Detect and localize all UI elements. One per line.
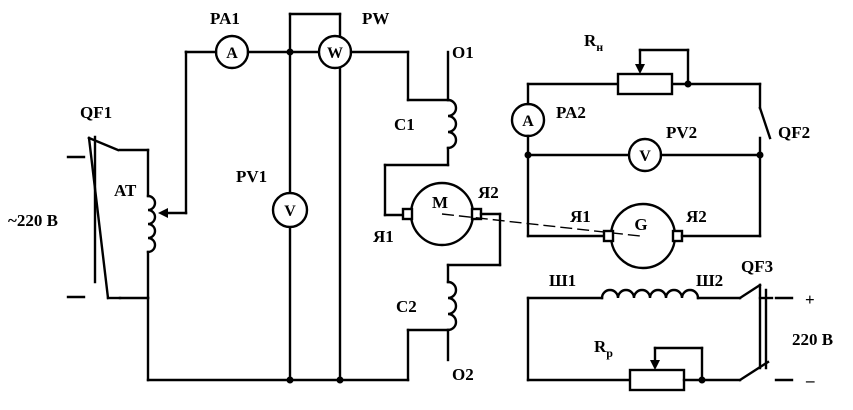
- label-sh1: Ш1: [549, 271, 576, 290]
- label-plus: +: [805, 290, 815, 309]
- rheostat-rp: [526, 346, 742, 392]
- voltmeter-pv1: V: [271, 191, 309, 229]
- label-c1: C1: [394, 115, 415, 134]
- label-minus-right: –: [805, 371, 815, 390]
- label-supply-right: 220 В: [792, 330, 833, 349]
- label-gen-ya1: Я1: [570, 207, 591, 226]
- pa2-symbol: A: [522, 113, 534, 130]
- ammeter-pa1: A: [214, 34, 250, 70]
- autotransformer-at: [118, 148, 188, 382]
- label-rp: Rp: [594, 337, 613, 360]
- label-pa2: PA2: [556, 103, 586, 122]
- pa1-symbol: A: [226, 45, 238, 62]
- switch-qf2: [758, 82, 772, 238]
- label-at: AT: [114, 181, 137, 200]
- pw-symbol: W: [327, 45, 343, 62]
- label-rh: Rн: [584, 31, 603, 54]
- label-sh2: Ш2: [696, 271, 723, 290]
- wattmeter-pw: W: [317, 34, 353, 70]
- generator-g: G: [602, 202, 684, 270]
- series-winding-c2: [406, 263, 458, 382]
- motor-symbol: M: [432, 193, 448, 212]
- label-supply-left: ~220 В: [8, 211, 58, 230]
- switch-qf3: [738, 283, 774, 382]
- motor-m: M: [401, 181, 483, 247]
- pv1-symbol: V: [284, 203, 296, 220]
- label-pa1: PA1: [210, 9, 240, 28]
- ammeter-pa2: A: [510, 102, 546, 138]
- label-o2: O2: [452, 365, 474, 384]
- generator-symbol: G: [634, 215, 647, 234]
- label-motor-ya2: Я2: [478, 183, 499, 202]
- label-pw: PW: [362, 9, 389, 28]
- label-pv1: PV1: [236, 167, 267, 186]
- rheostat-rh: [616, 48, 690, 96]
- voltmeter-pv2: V: [627, 137, 663, 173]
- label-o1: O1: [452, 43, 474, 62]
- label-qf1: QF1: [80, 103, 112, 122]
- label-qf3: QF3: [741, 257, 773, 276]
- label-motor-ya1: Я1: [373, 227, 394, 246]
- pv2-symbol: V: [639, 148, 651, 165]
- label-pv2: PV2: [666, 123, 697, 142]
- switch-qf1: [87, 135, 122, 300]
- label-c2: C2: [396, 297, 417, 316]
- field-winding-sh: [600, 288, 700, 300]
- label-gen-ya2: Я2: [686, 207, 707, 226]
- label-qf2: QF2: [778, 123, 810, 142]
